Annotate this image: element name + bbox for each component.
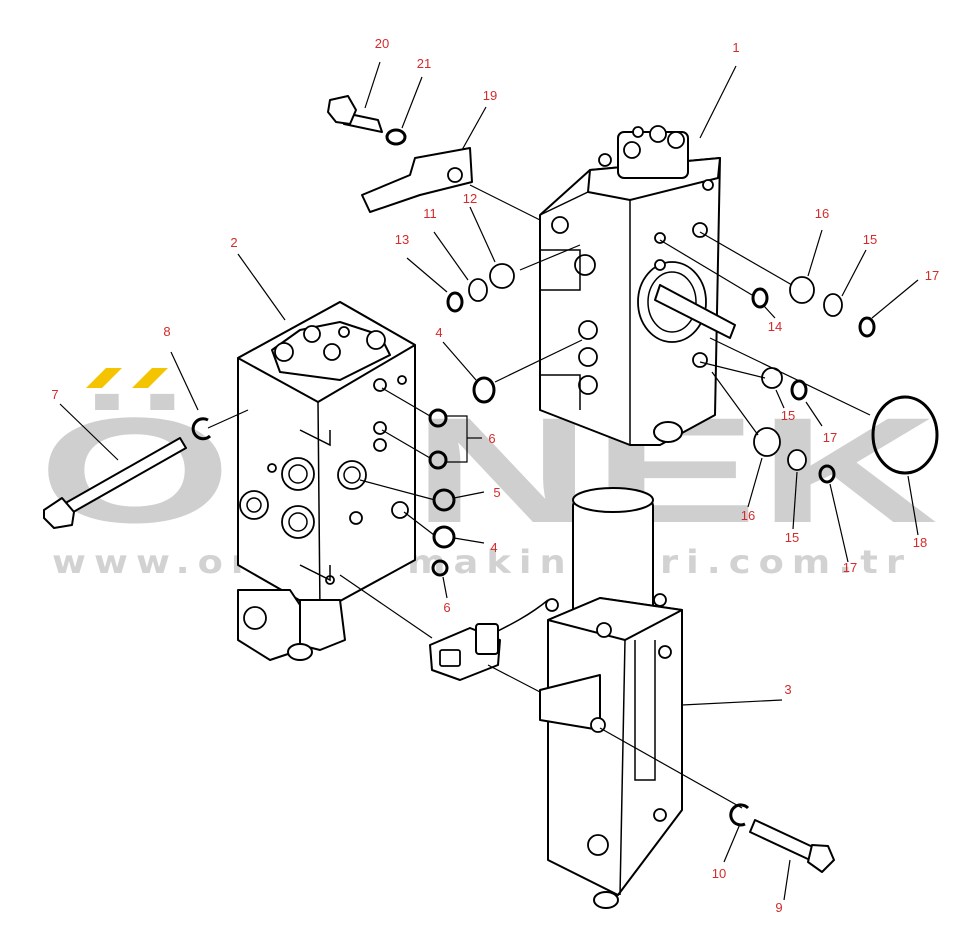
callout-15-top: 15 bbox=[863, 232, 877, 247]
callout-8: 8 bbox=[163, 324, 170, 339]
part-bolt-9 bbox=[749, 819, 835, 873]
callout-12: 12 bbox=[463, 191, 477, 206]
part-snap-ring-10 bbox=[729, 803, 750, 827]
callout-2: 2 bbox=[230, 235, 237, 250]
watermark-url: www.ornekismakinalari.com.tr bbox=[52, 543, 912, 581]
callout-21: 21 bbox=[417, 56, 431, 71]
part-solenoid-valve bbox=[539, 487, 683, 909]
callout-18: 18 bbox=[913, 535, 927, 550]
electrical-connector bbox=[429, 599, 549, 681]
part-bracket-19 bbox=[361, 147, 473, 213]
callouts: 1 2 3 4 4 5 6 6 7 8 9 10 11 12 13 14 15 … bbox=[51, 36, 939, 915]
part-snap-ring-8 bbox=[191, 417, 212, 441]
callout-15-mid: 15 bbox=[781, 408, 795, 423]
callout-14: 14 bbox=[768, 319, 782, 334]
callout-4-upper: 4 bbox=[435, 325, 442, 340]
callout-13: 13 bbox=[395, 232, 409, 247]
callout-7: 7 bbox=[51, 387, 58, 402]
watermark-accent-mark bbox=[86, 368, 122, 388]
part-valve-block-upper bbox=[539, 125, 736, 446]
callout-5: 5 bbox=[493, 485, 500, 500]
part-valve-block-left bbox=[237, 301, 416, 661]
callout-20: 20 bbox=[375, 36, 389, 51]
leader-lines bbox=[59, 61, 919, 901]
part-bolt-7 bbox=[43, 437, 187, 529]
seals-small-parts bbox=[428, 263, 939, 577]
callout-16-bottom: 16 bbox=[741, 508, 755, 523]
watermark-accent-mark bbox=[132, 368, 168, 388]
callout-9: 9 bbox=[775, 900, 782, 915]
callout-4-lower: 4 bbox=[490, 540, 497, 555]
callout-17-mid: 17 bbox=[823, 430, 837, 445]
part-bolt-20 bbox=[327, 95, 383, 133]
callout-11: 11 bbox=[423, 206, 437, 221]
watermark: ÖRNEK www.ornekismakinalari.com.tr bbox=[38, 368, 938, 581]
callout-15-bottom: 15 bbox=[785, 530, 799, 545]
callout-17-top: 17 bbox=[925, 268, 939, 283]
callout-16-top: 16 bbox=[815, 206, 829, 221]
callout-3: 3 bbox=[784, 682, 791, 697]
callout-19: 19 bbox=[483, 88, 497, 103]
callout-6-lower: 6 bbox=[443, 600, 450, 615]
callout-6-upper: 6 bbox=[488, 431, 495, 446]
callout-10: 10 bbox=[712, 866, 726, 881]
part-washer-21 bbox=[385, 128, 407, 146]
watermark-logo-text: ÖRNEK bbox=[38, 386, 938, 554]
callout-17-bottom: 17 bbox=[843, 560, 857, 575]
callout-1: 1 bbox=[732, 40, 739, 55]
